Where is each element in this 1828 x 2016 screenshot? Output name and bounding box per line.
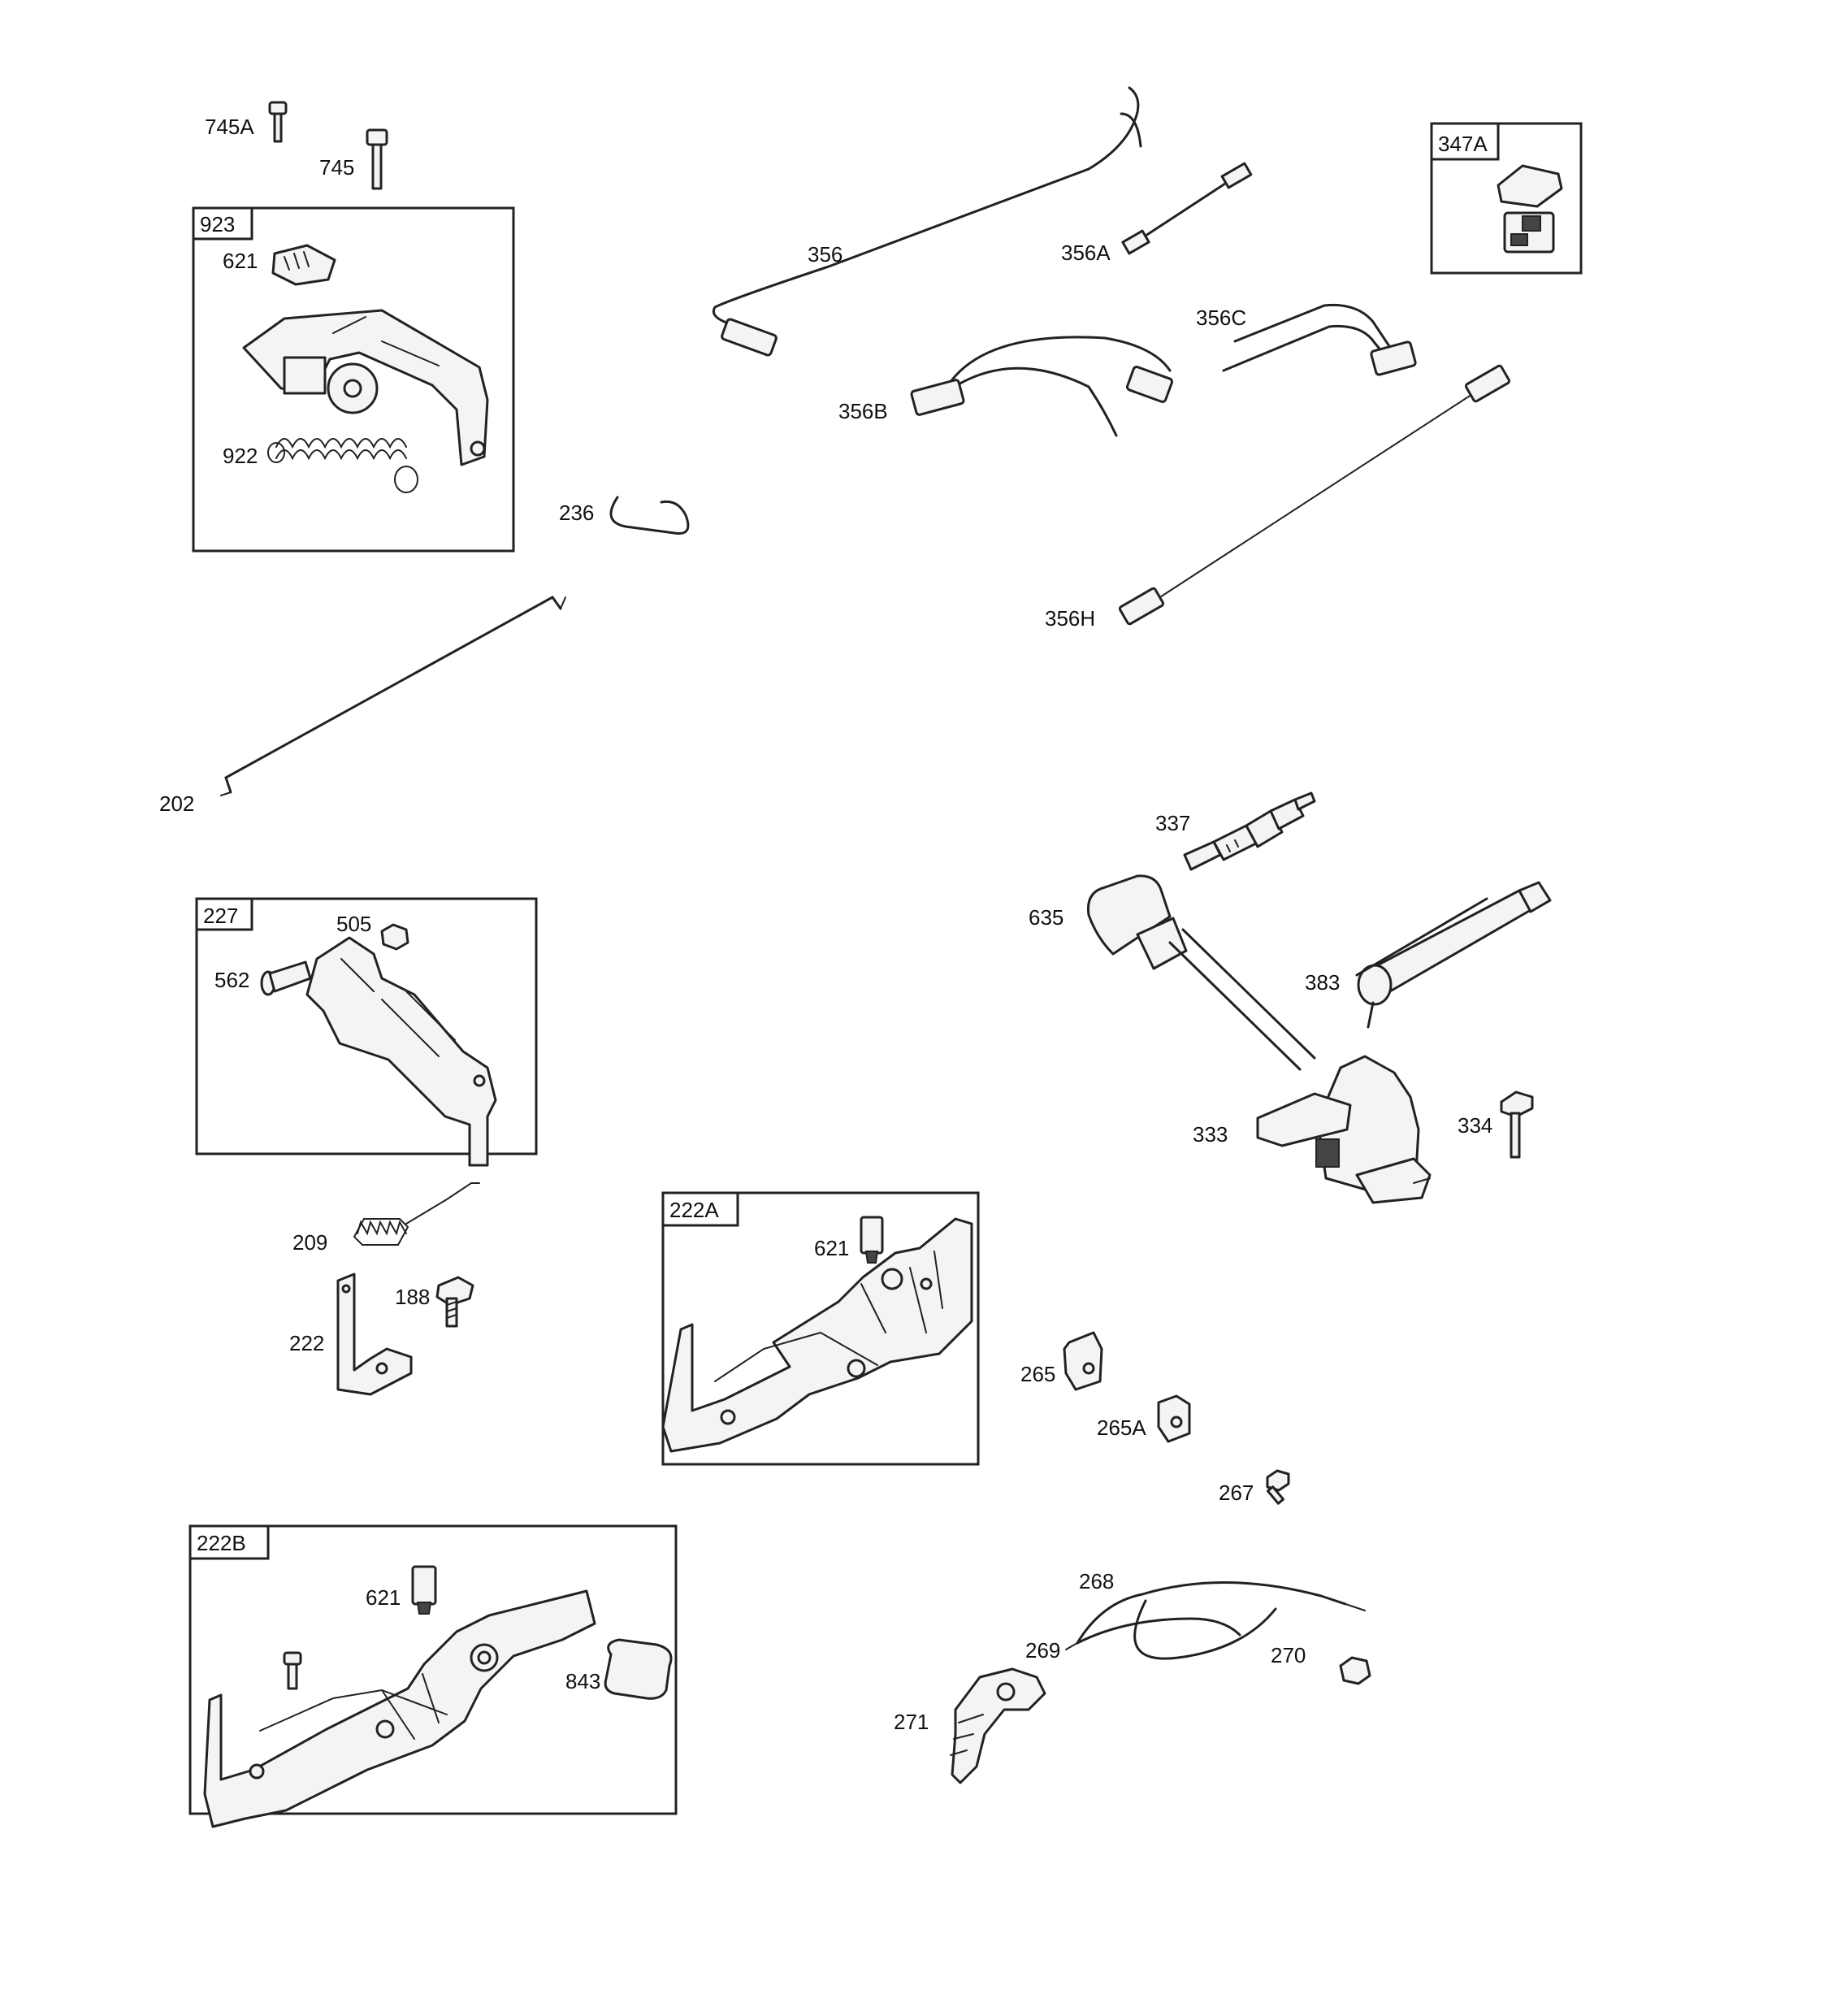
group-222B-frame <box>188 1524 678 1815</box>
part-222B-control-bracket[interactable] <box>203 1589 596 1828</box>
part-188-screw[interactable] <box>435 1276 474 1328</box>
label-265: 265 <box>1020 1362 1055 1386</box>
label-268: 268 <box>1079 1569 1114 1593</box>
part-268-control-cable[interactable] <box>1065 1581 1366 1660</box>
label-222: 222 <box>289 1331 324 1355</box>
part-265A-bracket[interactable] <box>1157 1394 1191 1443</box>
group-347A-tag <box>1430 122 1500 161</box>
part-334-screw[interactable] <box>1500 1090 1534 1159</box>
label-356A: 356A <box>1061 241 1111 265</box>
label-271: 271 <box>894 1710 929 1734</box>
label-621-b: 621 <box>814 1236 849 1260</box>
part-745-screw[interactable] <box>366 128 388 190</box>
part-621-clip-c[interactable] <box>411 1565 437 1615</box>
part-267-screw[interactable] <box>1266 1469 1290 1505</box>
label-269: 269 <box>1025 1638 1060 1663</box>
label-333: 333 <box>1193 1122 1228 1147</box>
group-347A-frame <box>1430 122 1583 275</box>
part-843-pad[interactable] <box>604 1638 673 1700</box>
label-745: 745 <box>319 155 354 180</box>
part-356H-wire[interactable] <box>1118 364 1511 626</box>
part-222A-control-bracket[interactable] <box>661 1217 973 1453</box>
label-843: 843 <box>565 1669 600 1693</box>
part-635-boot[interactable] <box>1086 874 1188 970</box>
label-202: 202 <box>159 791 194 816</box>
part-337-spark-plug[interactable] <box>1183 791 1316 871</box>
group-222A-tag <box>661 1191 739 1227</box>
part-505-nut[interactable] <box>380 923 409 951</box>
part-333-armature[interactable] <box>1168 928 1432 1204</box>
label-562: 562 <box>214 968 249 992</box>
part-209-spring[interactable] <box>353 1182 480 1246</box>
part-265-bracket[interactable] <box>1063 1331 1103 1391</box>
part-202-governor-rod[interactable] <box>220 596 566 796</box>
group-923-frame <box>192 206 515 553</box>
part-356B-harness[interactable] <box>910 336 1173 437</box>
part-356-wire[interactable] <box>712 86 1142 357</box>
label-922: 922 <box>223 444 258 468</box>
group-222B-tag <box>188 1524 270 1560</box>
label-383: 383 <box>1305 970 1340 995</box>
group-923-label: 923 <box>200 212 235 236</box>
group-222B-label: 222B <box>197 1531 246 1555</box>
label-621-a: 621 <box>223 249 258 273</box>
label-270: 270 <box>1271 1643 1306 1667</box>
group-227-tag <box>195 897 253 931</box>
group-227-label: 227 <box>203 904 238 928</box>
label-209: 209 <box>292 1230 327 1255</box>
part-271-lever[interactable] <box>950 1667 1046 1784</box>
part-621-clip-a[interactable] <box>271 244 336 286</box>
label-621-c: 621 <box>366 1585 401 1610</box>
group-222A-label: 222A <box>669 1198 719 1222</box>
group-227-frame <box>195 897 538 1155</box>
part-562-pin[interactable] <box>260 960 312 996</box>
label-188: 188 <box>395 1285 430 1309</box>
label-356B: 356B <box>838 399 888 423</box>
part-356A-wire[interactable] <box>1121 162 1253 255</box>
part-356C-harness[interactable] <box>1222 303 1417 376</box>
group-222A-frame <box>661 1191 980 1466</box>
label-334: 334 <box>1458 1113 1492 1138</box>
part-222-bracket[interactable] <box>336 1272 413 1396</box>
group-923-tag <box>192 206 253 241</box>
label-356C: 356C <box>1196 306 1246 330</box>
part-236-link[interactable] <box>609 496 690 535</box>
part-270-nut[interactable] <box>1339 1656 1371 1685</box>
label-337: 337 <box>1155 811 1190 835</box>
part-621-clip-b[interactable] <box>860 1216 884 1264</box>
label-356H: 356H <box>1045 606 1095 631</box>
part-222B-screw[interactable] <box>283 1651 302 1690</box>
label-236: 236 <box>559 501 594 525</box>
group-347A-label: 347A <box>1438 132 1488 156</box>
part-745A-screw[interactable] <box>268 101 288 143</box>
label-265A: 265A <box>1097 1416 1146 1440</box>
label-505: 505 <box>336 912 371 936</box>
part-347A-switch[interactable] <box>1497 164 1563 254</box>
label-635: 635 <box>1029 905 1063 930</box>
label-745A: 745A <box>205 115 254 139</box>
part-922-spring[interactable] <box>267 438 418 493</box>
part-383-grounding-assembly[interactable] <box>1355 881 1552 1029</box>
label-267: 267 <box>1219 1481 1254 1505</box>
part-227-lever[interactable] <box>305 936 497 1167</box>
part-923-governor-lever[interactable] <box>242 309 489 466</box>
